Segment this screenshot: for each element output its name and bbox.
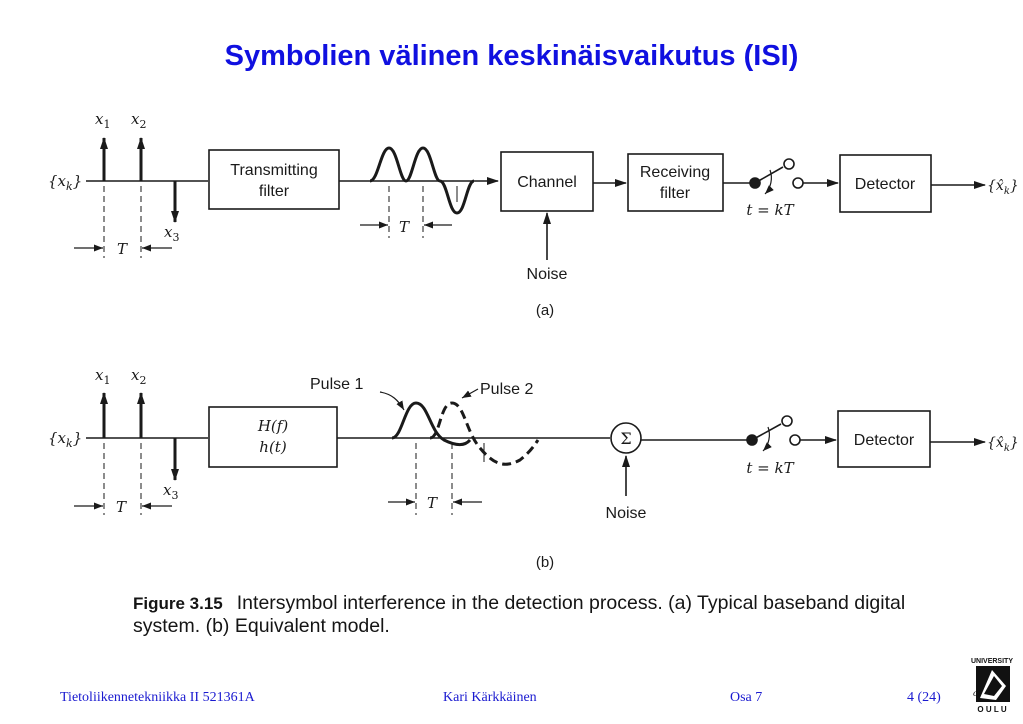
figure-number: Figure 3.15 (133, 594, 223, 613)
svg-text:of: of (973, 689, 983, 698)
sum-symbol: Σ (620, 429, 631, 448)
sum-node (610, 422, 642, 454)
slide-title: Symbolien välinen keskinäisvaikutus (ISI… (224, 40, 799, 72)
diagram-a: {xk} x1 x2 x3 T Transmitting filter T Ch… (48, 110, 1019, 319)
t-label-b2: T (427, 494, 438, 512)
t-label-b1: T (116, 498, 127, 516)
footer-author: Kari Kärkkäinen (443, 690, 537, 705)
hf-box (208, 406, 338, 468)
pulse-1-curve (391, 401, 472, 446)
svg-text:filter: filter (660, 185, 691, 202)
pulse-1-label: Pulse 1 (310, 376, 363, 393)
caption-text: Intersymbol interference in the detectio… (133, 592, 906, 637)
output-label-a: {x̂k} (987, 178, 1019, 197)
t-label-a1: T (117, 240, 128, 258)
noise-label-a: Noise (527, 266, 568, 283)
receiving-filter-label: Receiving (640, 164, 710, 181)
detector-label-b: Detector (854, 432, 915, 449)
sample-label-b: t = kT (746, 459, 794, 477)
footer-page: 4 (24) (907, 690, 941, 705)
input-label-a: {xk} (48, 172, 82, 193)
x3-label-b: x3 (163, 481, 178, 502)
output-label-b: {x̂k} (987, 435, 1019, 454)
pulse-waveform-a (369, 146, 475, 215)
x1-label-b: x1 (95, 366, 110, 387)
noise-label-b: Noise (606, 505, 647, 522)
ht-label: h(t) (259, 438, 287, 456)
channel-box (500, 151, 594, 212)
transmitting-filter-box (208, 149, 340, 210)
footer-part: Osa 7 (730, 690, 763, 705)
sample-label-a: t = kT (746, 201, 794, 219)
footer-course: Tietoliikennetekniikka II 521361A (60, 690, 255, 705)
svg-text:filter: filter (259, 183, 290, 200)
detector-box-a (839, 154, 932, 213)
t-label-a2: T (399, 218, 410, 236)
svg-text:O U L U: O U L U (977, 705, 1006, 714)
diagram-b-label: (b) (536, 554, 554, 571)
input-label-b: {xk} (48, 429, 82, 450)
pulse-2-label: Pulse 2 (480, 381, 533, 398)
detector-box-b (837, 410, 931, 468)
svg-text:UNIVERSITY: UNIVERSITY (971, 658, 1013, 665)
x2-label-a: x2 (131, 110, 146, 131)
x3-label-a: x3 (164, 223, 179, 244)
diagram-b: {xk} x1 x2 x3 T H(f) h(t) Pulse 1 Pulse … (48, 366, 1019, 571)
transmitting-filter-label: Transmitting (230, 162, 317, 179)
channel-label: Channel (517, 174, 577, 191)
pulse-2-curve (429, 401, 540, 466)
receiving-filter-box (627, 153, 724, 212)
x2-label-b: x2 (131, 366, 146, 387)
hf-label: H(f) (257, 417, 288, 435)
x1-label-a: x1 (95, 110, 110, 131)
university-logo: UNIVERSITY of O U L U (971, 658, 1013, 714)
diagram-a-label: (a) (536, 302, 554, 319)
detector-label-a: Detector (855, 176, 916, 193)
